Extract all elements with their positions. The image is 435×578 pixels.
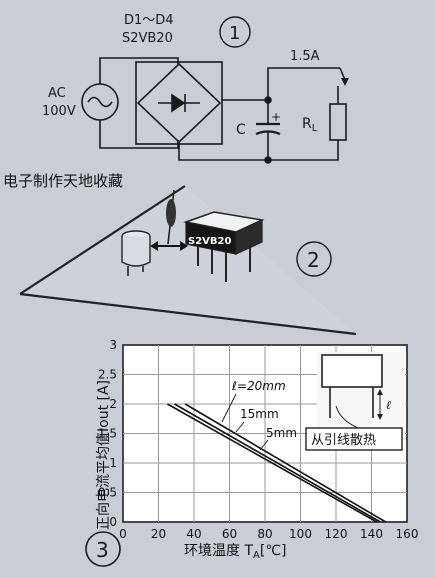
voltage-label: 100V [42,104,76,119]
badge-1-circle [219,16,251,48]
x-tick-label: 40 [186,527,201,541]
diode-symbol [171,93,186,113]
y-tick-label: 3 [109,338,117,352]
x-tick-label: 160 [396,527,419,541]
watermark-caption: 电子制作天地收藏 [3,172,124,190]
badge-3-number: 3 [96,538,109,562]
y-tick-label: 0.5 [98,486,117,500]
y-tick-labels: 0 0.5 1 1.5 2 2.5 3 [98,338,117,529]
load-letter: R [302,116,312,132]
y-tick-label: 2.5 [98,368,117,382]
leader-20mm [221,393,237,423]
series-label-20mm: ℓ=20mm [231,379,286,393]
y-tick-label: 2 [109,397,117,411]
plot-series [166,403,387,523]
can-capacitor-body [121,236,151,267]
capacitor-polarity: + [271,110,281,124]
current-arrowhead [341,78,349,86]
series-line-0 [166,403,378,523]
x-axis-title: 环境温度 TA[℃] [184,543,287,561]
series-line-1 [174,403,381,523]
x-tick-label: 0 [119,527,127,541]
series-label-5mm: 5mm [266,426,297,440]
circuit-labels: D1～D4 S2VB20 AC 100V 1.5A C + RL 1 [42,13,320,138]
compare-arrowhead-left [150,241,158,251]
stalk-resistor [166,199,176,227]
part-number-label: S2VB20 [122,31,173,46]
capacitor-label: C [236,122,246,138]
inset-dim-arrow-bottom [377,414,383,420]
x-tick-labels: 0 20 40 60 80 100 120 140 160 [119,527,418,541]
inset-dim-label: ℓ [386,398,391,412]
badge-1-number: 1 [229,23,240,44]
load-subscript: L [312,123,318,134]
y-tick-label: 1.5 [98,427,117,441]
x-tick-label: 20 [151,527,166,541]
inset-package [321,354,383,388]
x-tick-label: 60 [222,527,237,541]
inset-dim-arrow-top [377,389,383,395]
sine-wave-icon [87,96,113,108]
series-label-15mm: 15mm [240,407,279,421]
x-axis-title-sub: A [253,550,260,561]
x-tick-label: 120 [325,527,348,541]
leader-5mm [259,439,269,451]
inset-leader [335,405,359,429]
package-side-face [235,219,263,255]
capacitor-plate-bottom [255,130,281,136]
badge-2-circle [296,241,332,277]
load-resistor [329,103,347,141]
inset-note: 从引线散热 [311,433,376,448]
circuit-diagram [81,57,349,164]
wire-source-top [99,57,179,84]
x-axis-title-unit: [℃] [260,543,287,559]
plane-edge-bottom [19,292,357,336]
load-label: RL [302,116,318,134]
x-tick-label: 80 [257,527,272,541]
plane-edge-top [19,185,186,295]
ac-label: AC [48,86,66,101]
badge-2-number: 2 [307,248,320,272]
y-axis-title: 正向电流平均值Iout [A] [96,380,112,530]
x-tick-label: 140 [360,527,383,541]
part-range-label: D1～D4 [124,13,174,28]
package-sketch: S2VB20 2 [19,185,357,336]
badge-3-circle [85,531,121,567]
package-marking: S2VB20 [188,236,231,247]
perspective-plane [20,186,356,334]
inset-note-box [305,427,403,451]
derating-chart: 0 20 40 60 80 100 120 140 160 0 0.5 1 1.5 2 2.5 3 ℓ 从引… [85,338,418,567]
wire-positive-rail [222,67,340,101]
compare-arrowhead-right [180,241,188,251]
series-line-2 [184,403,387,523]
x-tick-label: 100 [289,527,312,541]
leader-15mm [235,421,245,433]
wire-negative-rail [178,140,339,161]
y-tick-label: 0 [109,515,117,529]
x-axis-title-main: 环境温度 T [184,543,253,559]
current-label: 1.5A [290,49,320,64]
y-tick-label: 1 [109,456,117,470]
